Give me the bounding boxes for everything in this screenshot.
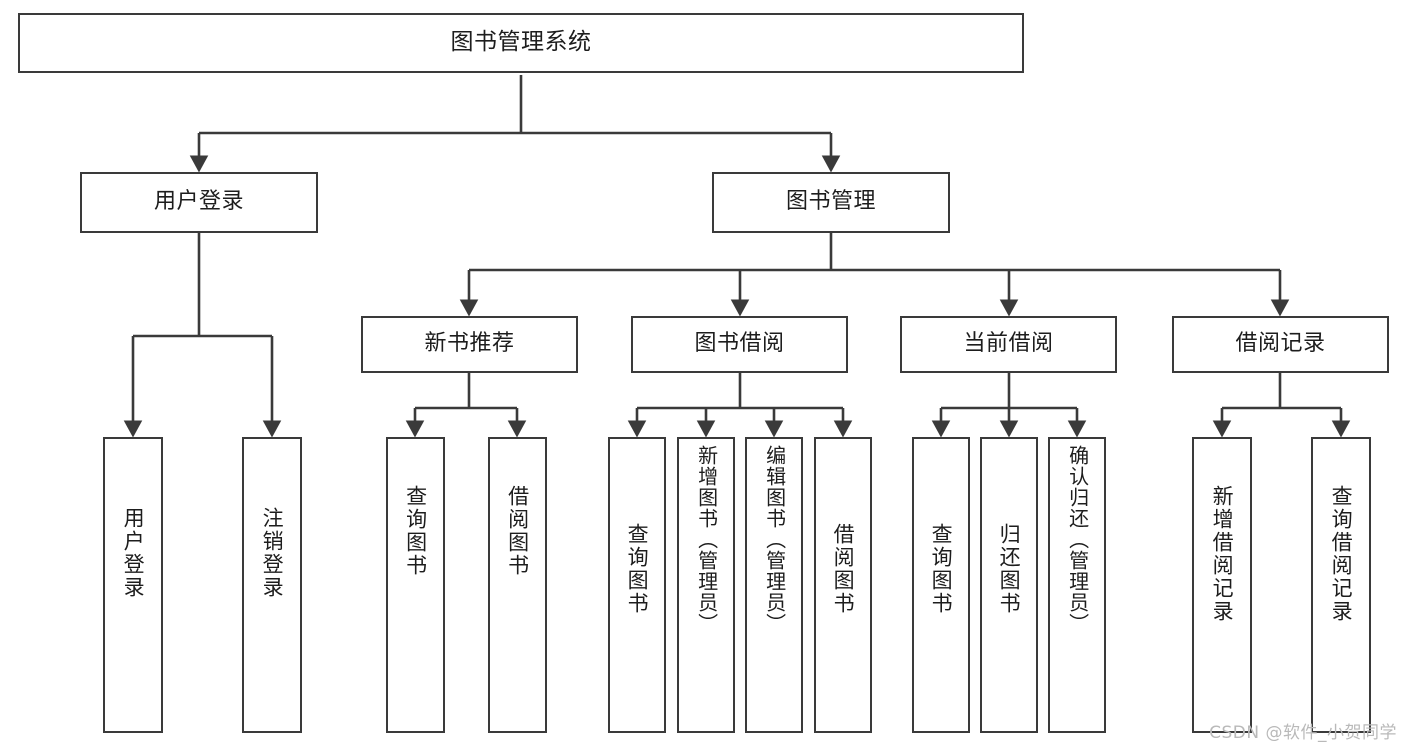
- node-label: 图书借阅: [694, 331, 785, 357]
- node-label: 借阅图书: [831, 523, 856, 615]
- node-label: 当前借阅: [963, 331, 1054, 357]
- leaf-borrow-book-borrow[interactable]: 借阅图书: [814, 437, 872, 733]
- node-label: 查询图书: [929, 523, 954, 615]
- node-root-system[interactable]: 图书管理系统: [18, 13, 1024, 73]
- node-label: 用户登录: [121, 507, 146, 599]
- leaf-borrow-book-newbook[interactable]: 借阅图书: [488, 437, 547, 733]
- node-book-borrow[interactable]: 图书借阅: [631, 316, 848, 373]
- leaf-confirm-return-admin[interactable]: 确认归还（管理员）: [1048, 437, 1106, 733]
- node-label: 查询借阅记录: [1329, 485, 1354, 623]
- node-borrow-record[interactable]: 借阅记录: [1172, 316, 1389, 373]
- node-label: 确认归还（管理员）: [1065, 445, 1090, 634]
- node-label: 新书推荐: [424, 331, 515, 357]
- node-label: 新增借阅记录: [1210, 485, 1235, 623]
- node-new-book-recommend[interactable]: 新书推荐: [361, 316, 578, 373]
- node-label: 图书管理: [785, 189, 876, 215]
- node-label: 编辑图书（管理员）: [762, 445, 787, 634]
- node-current-borrow[interactable]: 当前借阅: [900, 316, 1117, 373]
- leaf-query-book-current[interactable]: 查询图书: [912, 437, 970, 733]
- leaf-query-book-newbook[interactable]: 查询图书: [386, 437, 445, 733]
- node-label: 借阅记录: [1235, 331, 1326, 357]
- node-label: 查询图书: [625, 523, 650, 615]
- node-label: 新增图书（管理员）: [694, 445, 719, 634]
- csdn-watermark: CSDN @软件_小贺同学: [1209, 723, 1397, 743]
- node-label: 借阅图书: [505, 485, 530, 577]
- leaf-user-login[interactable]: 用户登录: [103, 437, 163, 733]
- node-label: 图书管理系统: [450, 29, 592, 56]
- leaf-query-borrow-record[interactable]: 查询借阅记录: [1311, 437, 1371, 733]
- node-label: 归还图书: [997, 523, 1022, 615]
- node-label: 查询图书: [403, 485, 428, 577]
- leaf-logout[interactable]: 注销登录: [242, 437, 302, 733]
- leaf-add-book-admin[interactable]: 新增图书（管理员）: [677, 437, 735, 733]
- leaf-query-book-borrow[interactable]: 查询图书: [608, 437, 666, 733]
- node-label: 用户登录: [153, 189, 244, 215]
- node-user-login[interactable]: 用户登录: [80, 172, 318, 233]
- leaf-add-borrow-record[interactable]: 新增借阅记录: [1192, 437, 1252, 733]
- leaf-return-book[interactable]: 归还图书: [980, 437, 1038, 733]
- node-label: 注销登录: [260, 507, 285, 599]
- leaf-edit-book-admin[interactable]: 编辑图书（管理员）: [745, 437, 803, 733]
- node-book-management[interactable]: 图书管理: [712, 172, 950, 233]
